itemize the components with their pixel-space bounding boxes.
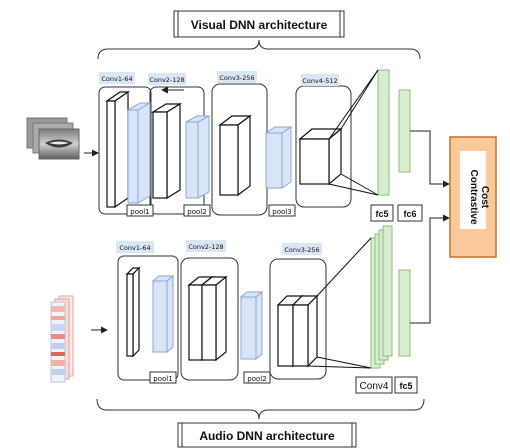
visual-title: Visual DNN architecture <box>191 18 328 32</box>
audio-fc5-label: fc5 <box>399 381 412 391</box>
audio-conv2-block <box>187 275 228 362</box>
visual-pool2-block <box>185 115 210 199</box>
visual-pool1-label: pool1 <box>130 208 149 216</box>
visual-conv3-label-box <box>217 71 257 83</box>
audio-conv1-block <box>125 266 141 358</box>
audio-brace <box>96 398 425 420</box>
audio-pool2-block <box>239 290 264 361</box>
visual-conv3-label: Conv3-256 <box>219 74 254 82</box>
audio-conv1-label: Conv1-64 <box>119 244 150 252</box>
visual-conv4-block <box>298 127 343 186</box>
audio-conv3-label: Conv3-256 <box>284 246 319 254</box>
visual-fc5-block <box>328 69 390 196</box>
visual-fc6-label-box <box>397 204 423 222</box>
contrastive-cost-box: Contrastive Cost <box>449 136 497 258</box>
audio-conv1-label-box <box>116 241 154 253</box>
visual-brace <box>97 39 421 60</box>
visual-pool1-block <box>126 102 152 204</box>
visual-conv2-block <box>150 102 183 200</box>
contrastive-cost-label-1: Contrastive <box>468 169 479 224</box>
visual-fc6-label: fc6 <box>403 209 416 219</box>
audio-conv2-group <box>180 257 239 381</box>
visual-pool2-label: pool2 <box>187 208 206 216</box>
audio-title: Audio DNN architecture <box>199 429 335 443</box>
mouth-image-stack-icon <box>26 117 80 160</box>
visual-conv4-label-box <box>301 74 339 86</box>
audio-fc5-label-box <box>394 376 418 394</box>
spectrogram-stack-icon <box>50 295 74 383</box>
visual-conv2-label: Conv2-128 <box>149 76 184 84</box>
audio-conv3-label-box <box>282 243 322 255</box>
audio-pool2-label: pool2 <box>247 375 266 383</box>
audio-pool1-label-box <box>149 371 177 384</box>
visual-pool2-label-box <box>183 204 211 217</box>
audio-pool1-block <box>151 274 175 354</box>
audio-pool1-label: pool1 <box>153 375 172 383</box>
visual-fc5-label: fc5 <box>375 209 388 219</box>
visual-fc6-block <box>398 89 411 173</box>
visual-conv1-label-box <box>99 72 135 84</box>
visual-to-cost-arrow <box>410 130 450 188</box>
contrastive-cost-label-2: Cost <box>479 186 490 209</box>
audio-conv4-label-box <box>355 376 393 394</box>
audio-conv3-block <box>276 294 319 368</box>
visual-pool3-label: pool3 <box>272 208 291 216</box>
visual-conv2-label-box <box>148 73 186 85</box>
audio-conv4-block <box>370 225 393 369</box>
audio-pool2-label-box <box>243 371 271 384</box>
visual-title-box: Visual DNN architecture <box>173 10 345 38</box>
visual-pool3-block <box>264 126 293 189</box>
audio-conv1-group <box>117 255 179 381</box>
visual-fc5-label-box <box>370 204 394 222</box>
audio-conv4-label: Conv4 <box>360 381 389 392</box>
audio-to-cost-arrow <box>410 214 450 324</box>
visual-pool1-label-box <box>126 204 154 217</box>
audio-conv4-connectors <box>307 237 372 369</box>
visual-conv1-block <box>105 90 130 209</box>
visual-conv4-label: Conv4-512 <box>302 77 337 85</box>
audio-title-box: Audio DNN architecture <box>177 422 357 448</box>
visual-conv3-block <box>218 114 252 197</box>
visual-pool3-label-box <box>268 204 296 217</box>
audio-conv2-label-box <box>186 240 226 252</box>
visual-conv1-group <box>98 86 152 215</box>
audio-conv3-group <box>269 258 327 380</box>
audio-conv2-label: Conv2-128 <box>188 243 223 251</box>
visual-conv1-label: Conv1-64 <box>101 75 132 83</box>
audio-fc5-block <box>398 269 411 357</box>
